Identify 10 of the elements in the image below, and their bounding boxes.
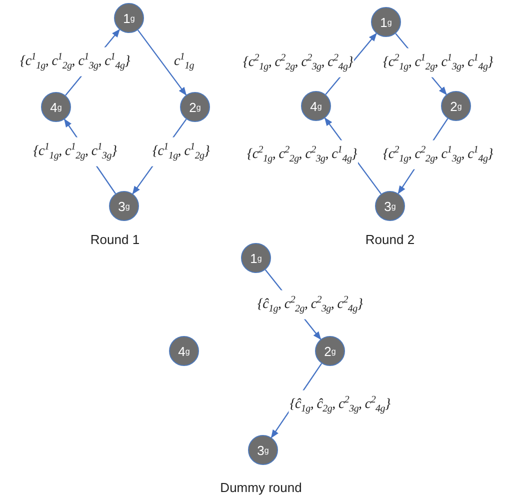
arrow <box>137 30 187 96</box>
edge-label: {c$^{1}$$_{1g}$, c$^{1}$$_{2g}$, c$^{1}$$_{3g}$} <box>32 137 118 167</box>
edge-label: {c$^{2}$$_{1g}$, c$^{2}$$_{2g}$, c$^{1}$$_{3g}$, c$^{1}$$_{4g}$} <box>382 140 494 170</box>
edge-label: {c$^{1}$$_{1g}$, c$^{1}$$_{2g}$} <box>151 137 211 167</box>
caption: Round 1 <box>90 232 140 247</box>
edge-label: {c$^{1}$$_{1g}$, c$^{1}$$_{2g}$, c$^{1}$$_{3g}$, c$^{1}$$_{4g}$} <box>19 47 131 77</box>
caption: Round 2 <box>365 232 415 247</box>
caption: Dummy round <box>220 480 302 495</box>
edge-label: {ĉ$_{1g}$, c$^{2}$$_{2g}$, c$^{2}$$_{3g}$, c$^{2}$$_{4g}$} <box>256 290 364 320</box>
edge-label: {c$^{2}$$_{1g}$, c$^{1}$$_{2g}$, c$^{1}$$_{3g}$, c$^{1}$$_{4g}$} <box>382 48 494 78</box>
